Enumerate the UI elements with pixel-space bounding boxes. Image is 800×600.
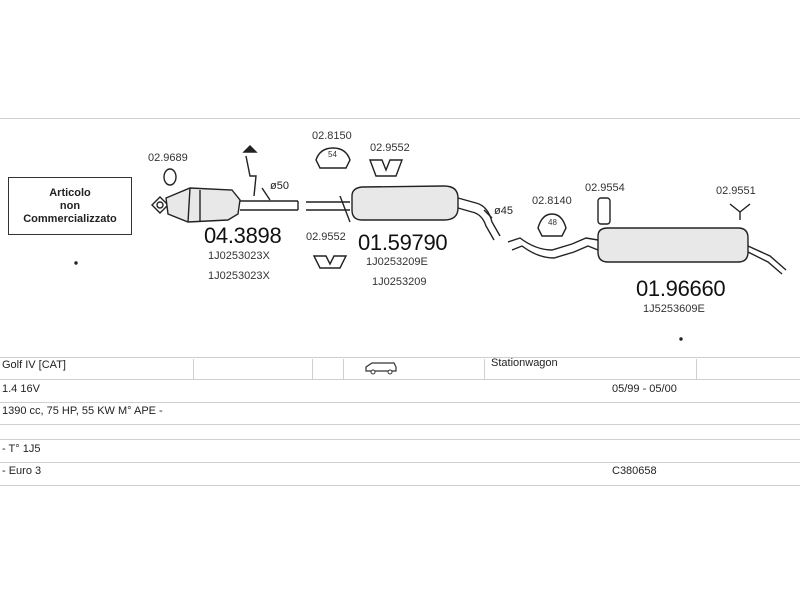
part-code-02-8150[interactable]: 02.8150 (312, 130, 352, 142)
part-code-02-9551[interactable]: 02.9551 (716, 185, 756, 197)
station-wagon-car-icon (365, 362, 397, 375)
diameter-label: ø50 (270, 180, 289, 192)
body-type: Stationwagon (491, 357, 558, 369)
hook-icon (729, 203, 751, 220)
type-code: - T° 1J5 (2, 443, 41, 455)
not-available-box: Articolo non Commercializzato (8, 177, 132, 235)
production-years: 05/99 - 05/00 (612, 383, 677, 395)
rubber-mount-icon (597, 197, 611, 225)
not-available-line1: Articolo (49, 186, 91, 199)
part-number-middle-silencer[interactable]: 01.59790 (358, 230, 448, 255)
rear-silencer-icon (597, 227, 749, 263)
not-available-line3: Commercializzato (23, 212, 117, 225)
table-rule (0, 462, 800, 463)
part-code-02-9552[interactable]: 02.9552 (370, 142, 410, 154)
hanger-size: 54 (328, 150, 337, 159)
oem-code: 1J0253023X (208, 250, 270, 262)
table-rule (0, 357, 800, 358)
exhaust-drawing (74, 145, 787, 341)
emission-standard: - Euro 3 (2, 465, 42, 477)
engine-specs: 1390 cc, 75 HP, 55 KW M° APE - (2, 405, 163, 417)
table-cell-divider (193, 359, 194, 379)
table-rule (0, 439, 800, 440)
table-rule (0, 424, 800, 425)
table-rule (0, 379, 800, 380)
bracket-icon (312, 255, 348, 269)
table-cell-divider (484, 359, 485, 379)
engine: 1.4 16V (2, 383, 40, 395)
oem-code: 1J0253023X (208, 270, 270, 282)
sensor-icon (245, 155, 257, 197)
oem-code: 1J5253609E (643, 303, 705, 315)
vehicle-model: Golf IV [CAT] (2, 359, 66, 371)
oem-code: 1J0253209E (366, 256, 428, 268)
middle-silencer-icon (351, 185, 459, 221)
clamp-ring-icon (163, 168, 177, 186)
bracket-icon (368, 159, 404, 177)
table-cell-divider (312, 359, 313, 379)
table-cell-divider (343, 359, 344, 379)
not-available-line2: non (59, 199, 81, 212)
diameter-label: ø45 (494, 205, 513, 217)
catalytic-converter-icon (165, 187, 241, 223)
table-rule (0, 402, 800, 403)
catalog-code: C380658 (612, 465, 657, 477)
part-number-catalytic-converter[interactable]: 04.3898 (204, 223, 282, 248)
hanger-size: 48 (548, 218, 557, 227)
part-code-02-9552[interactable]: 02.9552 (306, 231, 346, 243)
top-divider (0, 118, 800, 119)
part-code-02-9689[interactable]: 02.9689 (148, 152, 188, 164)
part-code-02-9554[interactable]: 02.9554 (585, 182, 625, 194)
hanger-icon (537, 213, 567, 237)
table-cell-divider (696, 359, 697, 379)
part-number-rear-silencer[interactable]: 01.96660 (636, 276, 726, 301)
table-rule (0, 485, 800, 486)
hanger-icon (315, 147, 351, 169)
oem-code: 1J0253209 (372, 276, 427, 288)
part-code-02-8140[interactable]: 02.8140 (532, 195, 572, 207)
